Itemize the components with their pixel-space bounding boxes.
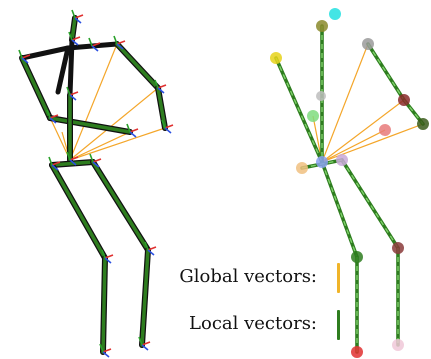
joint-left-hand <box>270 52 282 64</box>
global-vector-left-6 <box>69 43 118 161</box>
global-vector-left-5 <box>69 127 166 161</box>
joint-hips <box>296 162 308 174</box>
bone-left-thigh-r <box>91 160 150 252</box>
legend-global-label: Global vectors: <box>179 266 317 287</box>
global-vector-right-2 <box>321 43 369 163</box>
axis-triad-5-x-axis <box>49 114 59 119</box>
global-vector-right-5 <box>321 123 424 163</box>
axis-triad-9-y-axis <box>66 151 71 161</box>
joint-right-wrist <box>379 124 391 136</box>
axis-triad-2-y-axis <box>18 49 23 59</box>
axis-triad-5-y-axis <box>46 109 51 119</box>
axis-triad-3-y-axis <box>113 35 118 45</box>
axis-triad-0-y-axis <box>71 9 76 19</box>
axis-triad-7-z-axis <box>164 127 172 134</box>
axis-triad-16-z-axis <box>91 45 99 52</box>
axis-triad-9-x-axis <box>69 156 79 161</box>
joint-left-foot <box>351 346 363 358</box>
bone-left-head <box>70 16 77 42</box>
legend-local-label: Local vectors: <box>189 313 317 334</box>
axis-triad-6-x-axis <box>157 84 167 89</box>
bone-left-pelvis <box>50 160 95 167</box>
axis-triad-5-z-axis <box>49 117 57 124</box>
bone-left-upper-arm-r <box>115 42 160 90</box>
axis-triad-9-z-axis <box>69 159 77 166</box>
axis-triad-1-z-axis <box>71 39 79 46</box>
axis-triad-6-z-axis <box>157 87 165 94</box>
joint-right-forearm <box>417 118 429 130</box>
axis-triad-15-x-axis <box>141 341 151 346</box>
axis-triad-12-y-axis <box>101 249 106 259</box>
axis-triad-2-x-axis <box>21 54 31 59</box>
bone-right-thigh-r <box>340 158 400 250</box>
axis-triad-10-z-axis <box>51 164 59 171</box>
axis-triad-10-y-axis <box>48 156 53 166</box>
joint-pelvis <box>316 156 328 168</box>
axis-triad-13-x-axis <box>147 246 157 251</box>
bone-left-thigh-l <box>50 163 107 260</box>
axis-triad-13-y-axis <box>144 241 149 251</box>
axis-triad-12-z-axis <box>104 257 112 264</box>
axis-triad-8-y-axis <box>126 123 131 133</box>
bone-left-forearm-l <box>48 116 132 134</box>
axis-triad-4-z-axis <box>69 94 77 101</box>
joint-right-foot <box>392 339 404 351</box>
bone-left-upper-arm-l <box>20 56 52 120</box>
global-vector-right-4 <box>321 129 386 163</box>
axis-triad-16-x-axis <box>91 42 101 47</box>
joint-head-top <box>329 8 341 20</box>
bone-left-shin-r <box>140 248 150 347</box>
joint-right-elbow <box>398 94 410 106</box>
axis-triad-1-y-axis <box>68 31 73 41</box>
axis-triad-0-x-axis <box>74 14 84 19</box>
global-vector-right-3 <box>321 99 405 163</box>
bone-left-shin-l <box>101 256 107 354</box>
joint-right-knee <box>392 242 404 254</box>
joint-hip-right <box>336 154 348 166</box>
joint-left-knee <box>351 251 363 263</box>
legend-global-swatch <box>337 263 340 293</box>
joint-spine <box>316 91 326 101</box>
axis-triad-7-y-axis <box>161 119 166 129</box>
axis-triad-8-x-axis <box>129 128 139 133</box>
axis-triad-11-z-axis <box>92 161 100 168</box>
bone-left-forearm-r <box>156 86 167 130</box>
axis-triad-10-x-axis <box>51 161 61 166</box>
bone-right-thigh-l-dash <box>321 161 358 258</box>
axis-triad-2-z-axis <box>21 57 29 64</box>
bone-left-clavicle-l <box>19 45 71 61</box>
bone-left-neck <box>67 37 75 98</box>
axis-triad-14-x-axis <box>102 348 112 353</box>
axis-triad-14-z-axis <box>102 351 110 358</box>
axis-triad-13-z-axis <box>147 249 155 256</box>
axis-triad-3-x-axis <box>116 40 126 45</box>
bone-right-arm-l-dash <box>275 57 323 163</box>
legend-local-swatch <box>337 310 340 340</box>
axis-triad-11-x-axis <box>92 158 102 163</box>
joint-left-elbow <box>307 110 319 122</box>
axis-triad-1-x-axis <box>71 36 81 41</box>
axis-triad-15-z-axis <box>141 344 149 351</box>
axis-triad-4-x-axis <box>69 91 79 96</box>
axis-triad-8-z-axis <box>129 131 137 138</box>
axis-triad-16-y-axis <box>88 37 93 47</box>
axis-triad-0-z-axis <box>74 17 82 24</box>
joint-right-shoulder <box>362 38 374 50</box>
axis-triad-12-x-axis <box>104 254 114 259</box>
joint-head <box>316 20 328 32</box>
axis-triad-15-y-axis <box>138 336 143 346</box>
bone-right-upper-arm-r-dash <box>367 43 405 101</box>
axis-triad-11-y-axis <box>89 153 94 163</box>
global-vector-left-3 <box>69 87 159 161</box>
axis-triad-4-y-axis <box>66 86 71 96</box>
axis-triad-14-y-axis <box>99 343 104 353</box>
bone-left-upper-spine <box>55 45 71 95</box>
axis-triad-7-x-axis <box>164 124 174 129</box>
global-vector-left-4 <box>69 131 131 161</box>
axis-triad-6-y-axis <box>154 79 159 89</box>
axis-triad-3-z-axis <box>116 43 124 50</box>
